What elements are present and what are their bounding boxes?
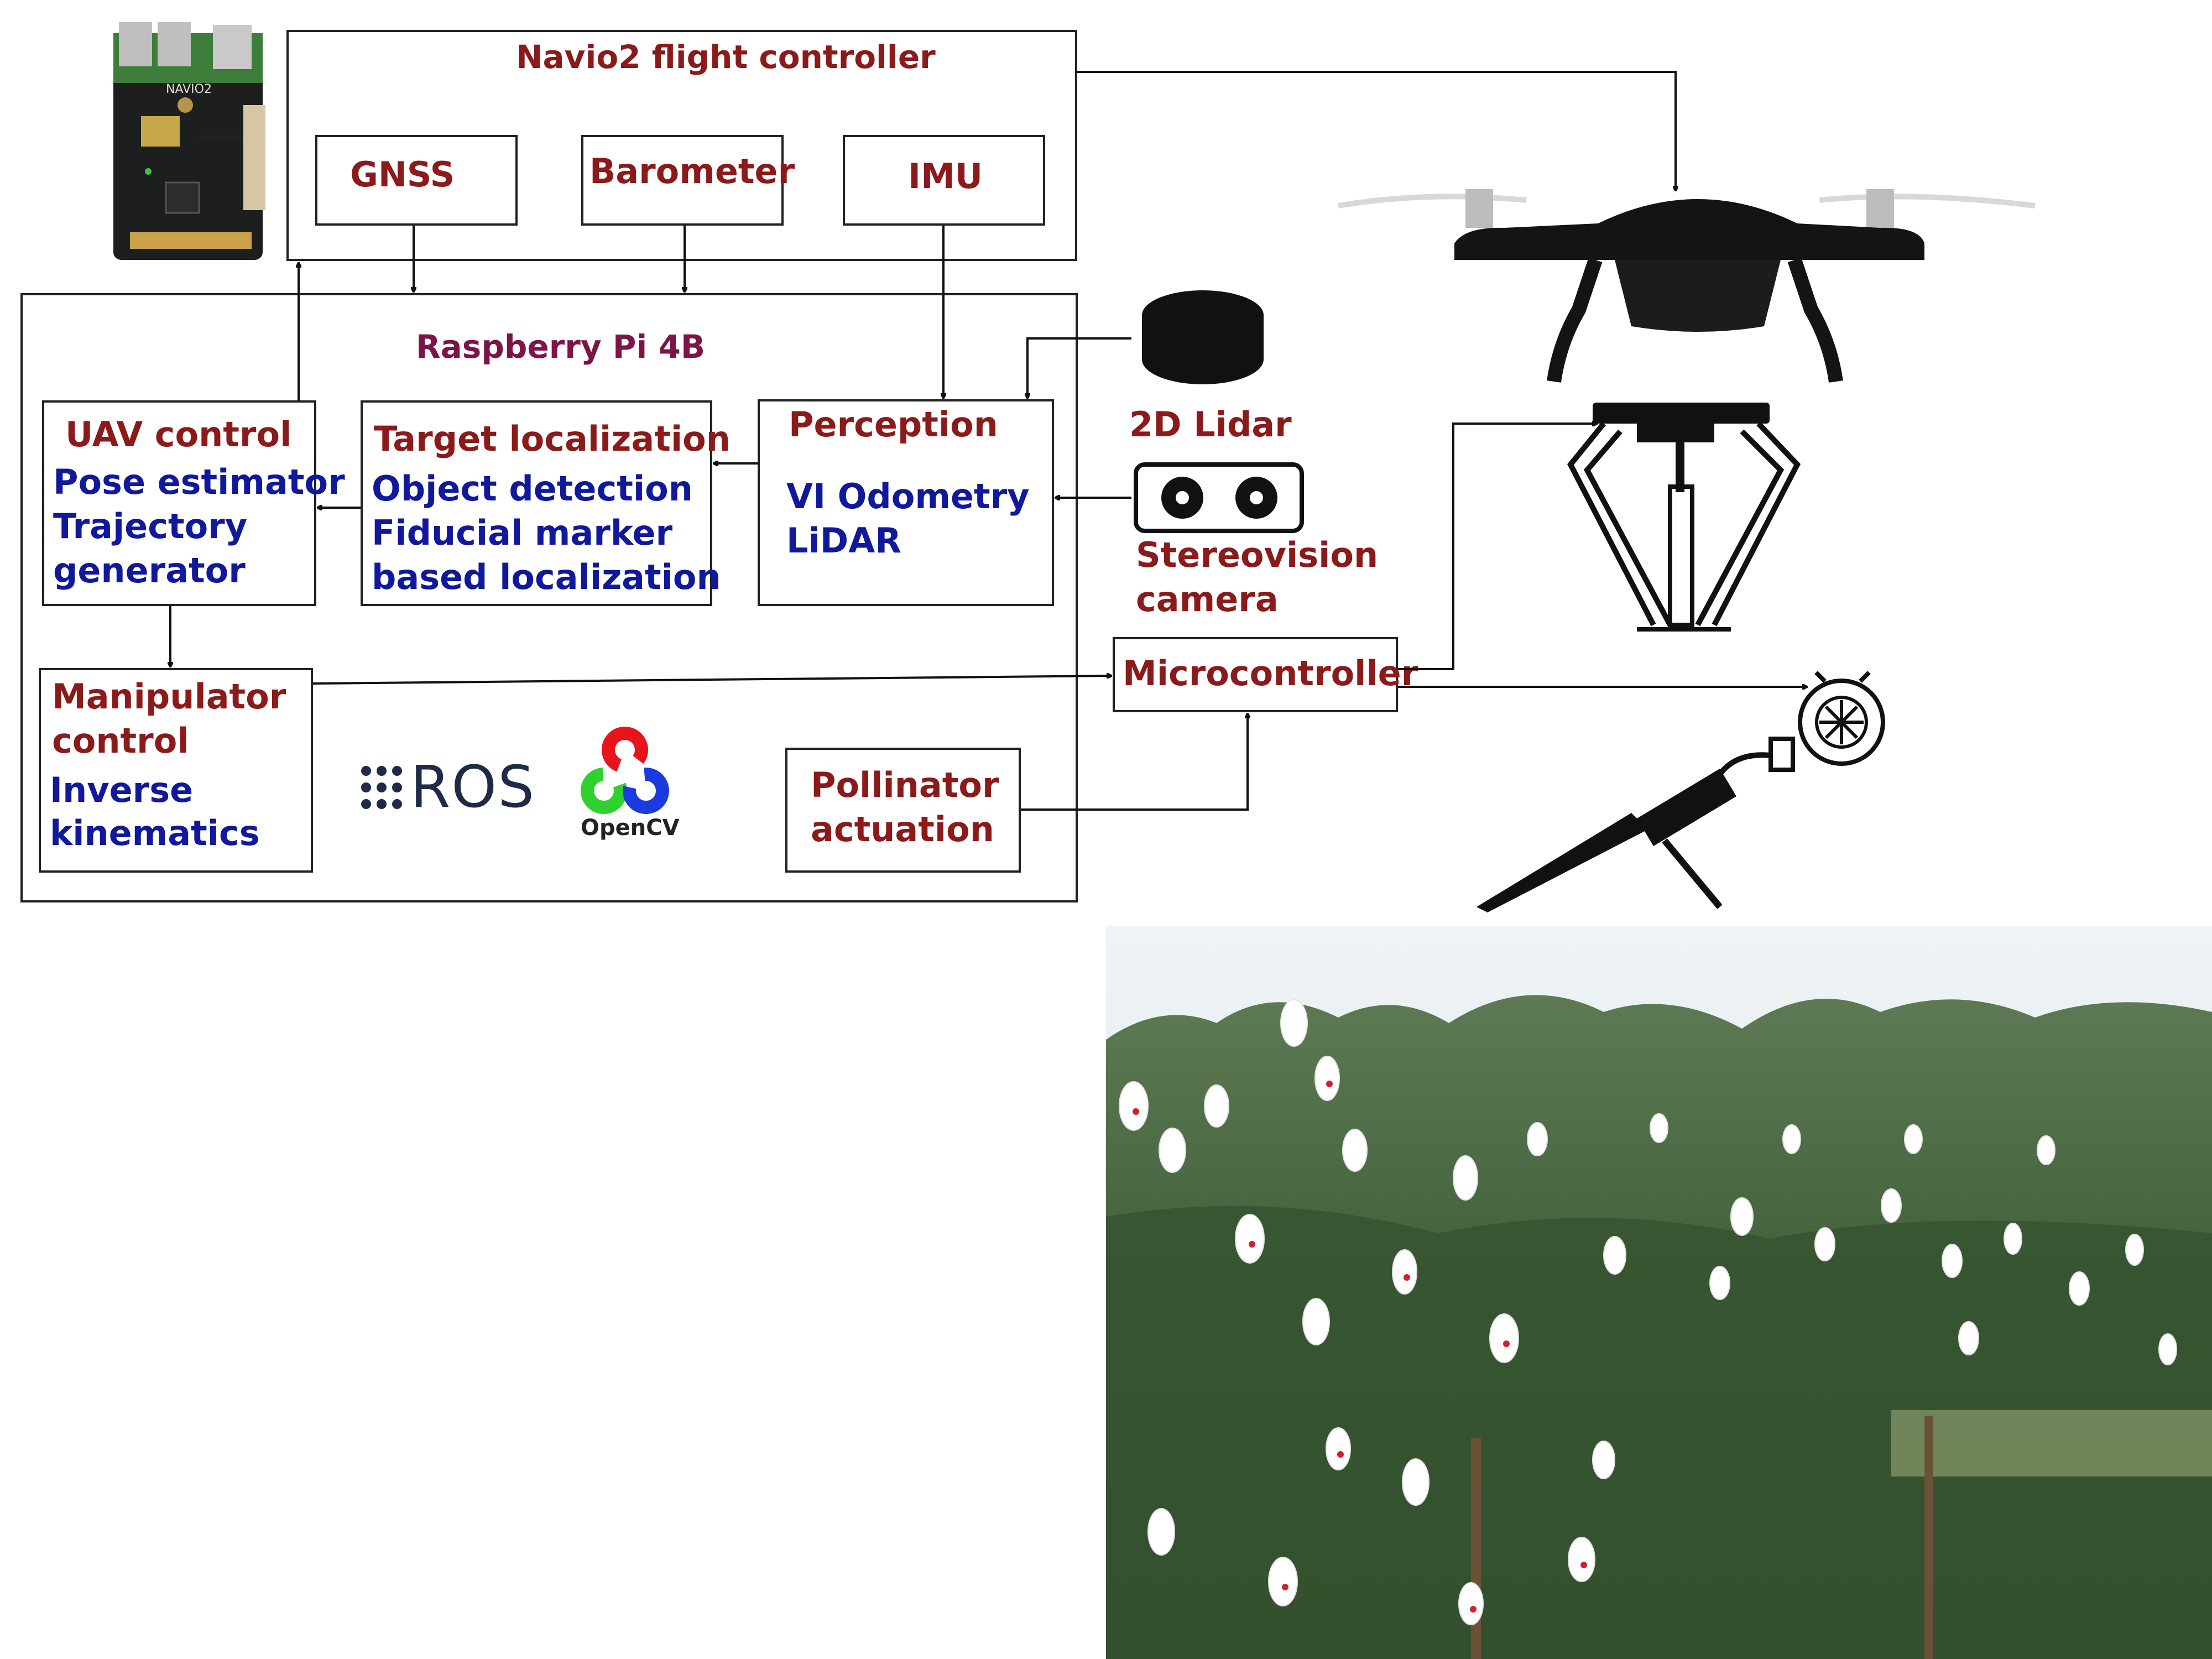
manipulator-control-box [39,668,313,873]
target-localization-box [361,400,712,606]
uav-control-modules: Pose estimator Trajectory generator [53,462,345,591]
ros-logo-text: ROS [410,753,536,821]
navio2-flight-controller-box [286,30,1077,261]
uav-control-box [42,400,316,606]
gnss-label: GNSS [350,154,455,195]
raspberry-pi-box [20,293,1078,902]
target-localization-title: Target localization [374,419,731,459]
manipulator-control-title: Manipulator control [52,676,286,761]
lidar-label: 2D Lidar [1129,404,1292,445]
gnss-box [315,135,518,226]
manipulator-control-modules: Inverse kinematics [50,770,260,853]
barometer-label: Barometer [589,151,795,191]
arrow-navio-to-drone [1077,71,1676,191]
perception-modules: VI Odometry LiDAR [786,476,1030,561]
uav-control-title: UAV control [65,414,292,455]
target-localization-modules: Object detection Fiducial marker based l… [372,468,721,597]
perception-title: Perception [789,404,998,445]
microcontroller-box [1113,637,1398,712]
opencv-logo-text: OpenCV [581,815,680,841]
barometer-box [581,135,784,226]
imu-box [843,135,1045,226]
imu-label: IMU [908,156,983,196]
stereo-camera-label: Stereovision camera [1136,535,1379,619]
pollinator-actuation-box [785,748,1021,873]
raspberry-pi-title: Raspberry Pi 4B [416,328,706,366]
microcontroller-label: Microcontroller [1123,653,1418,693]
pollinator-actuation-label: Pollinator actuation [811,765,999,849]
perception-box [758,399,1054,606]
navio2-board-label: NAVIO2 [166,82,212,96]
navio2-title: Navio2 flight controller [516,38,936,76]
arrow-microcontroller-to-manipulator [1398,424,1597,670]
